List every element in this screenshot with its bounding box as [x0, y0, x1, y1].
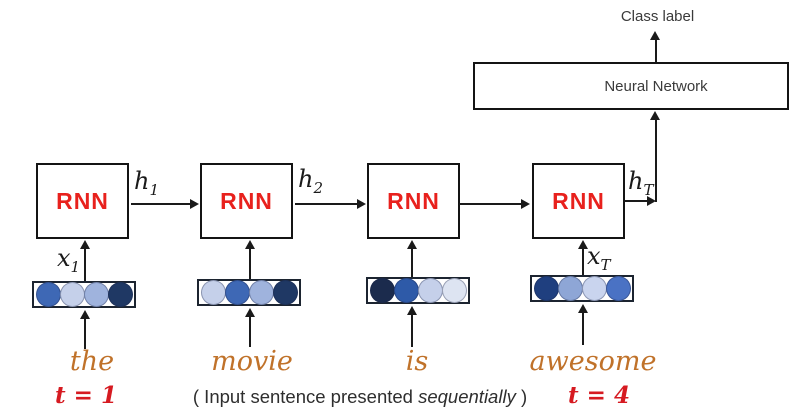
arrow-rnn2-rnn3-line [295, 203, 358, 205]
vector-cell [417, 278, 443, 303]
vector-cell [441, 278, 467, 303]
word-arrow-4-line [582, 312, 584, 345]
rnn4-output-line [625, 200, 650, 202]
vector-cell [369, 278, 395, 303]
arrow-rnn3-rnn4-line [459, 203, 522, 205]
rnn-label: RNN [56, 187, 109, 214]
input-arrow-1-line [84, 248, 86, 281]
arrow-rnn2-rnn3-head [357, 199, 366, 209]
input-arrow-4-head [578, 240, 588, 249]
input-arrow-4-line [582, 248, 584, 275]
nn-input-arrow-head [650, 111, 660, 120]
time-label-t1: t = 1 [55, 382, 117, 409]
word-vector-2 [197, 279, 301, 306]
rnn4-output-head [647, 196, 656, 206]
word-arrow-3-head [407, 306, 417, 315]
arrow-rnn1-rnn2-head [190, 199, 199, 209]
input-label-xT: xT [587, 242, 611, 274]
word-arrow-1-line [84, 318, 86, 349]
arrow-rnn1-rnn2-line [131, 203, 191, 205]
vector-cell [533, 276, 559, 301]
word-arrow-3-line [411, 314, 413, 347]
word-vector-1 [32, 281, 136, 308]
word-label-1: the [69, 346, 115, 377]
neural-network-label: Neural Network [604, 77, 708, 95]
input-arrow-3-head [407, 240, 417, 249]
arrow-to-class-label-line [655, 39, 657, 62]
arrow-rnn3-rnn4-head [521, 199, 530, 209]
word-arrow-4-head [578, 304, 588, 313]
hidden-state-label-hT: hT [628, 167, 654, 199]
vector-cell [59, 282, 85, 307]
rnn-label: RNN [220, 187, 273, 214]
input-arrow-1-head [80, 240, 90, 249]
word-vector-3 [366, 277, 470, 304]
word-label-4: awesome [529, 346, 657, 377]
rnn-box-4: RNN [532, 163, 625, 239]
rnn-box-3: RNN [367, 163, 460, 239]
rnn-box-1: RNN [36, 163, 129, 239]
vector-cell [393, 278, 419, 303]
vector-cell [83, 282, 109, 307]
hidden-state-label-h1: h1 [134, 167, 160, 199]
caption: ( Input sentence presented sequentially … [192, 386, 528, 407]
nn-input-arrow-line [655, 119, 657, 202]
vector-cell [248, 280, 274, 305]
time-label-t4: t = 4 [568, 382, 630, 409]
vector-cell [272, 280, 298, 305]
hidden-state-label-h2: h2 [298, 165, 324, 197]
class-label: Class label [620, 8, 695, 25]
vector-cell [224, 280, 250, 305]
word-label-2: movie [211, 346, 293, 377]
input-arrow-2-line [249, 248, 251, 279]
input-arrow-2-head [245, 240, 255, 249]
arrow-to-class-label-head [650, 31, 660, 40]
rnn-label: RNN [387, 187, 440, 214]
rnn-label: RNN [552, 187, 605, 214]
word-vector-4 [530, 275, 634, 302]
neural-network-box: Neural Network [473, 62, 789, 110]
word-arrow-2-line [249, 316, 251, 347]
input-arrow-3-line [411, 248, 413, 277]
word-label-3: is [405, 346, 429, 377]
input-label-x1: x1 [57, 244, 81, 276]
vector-cell [557, 276, 583, 301]
rnn-box-2: RNN [200, 163, 293, 239]
vector-cell [605, 276, 631, 301]
vector-cell [200, 280, 226, 305]
word-arrow-2-head [245, 308, 255, 317]
vector-cell [35, 282, 61, 307]
word-arrow-1-head [80, 310, 90, 319]
vector-cell [107, 282, 133, 307]
vector-cell [581, 276, 607, 301]
